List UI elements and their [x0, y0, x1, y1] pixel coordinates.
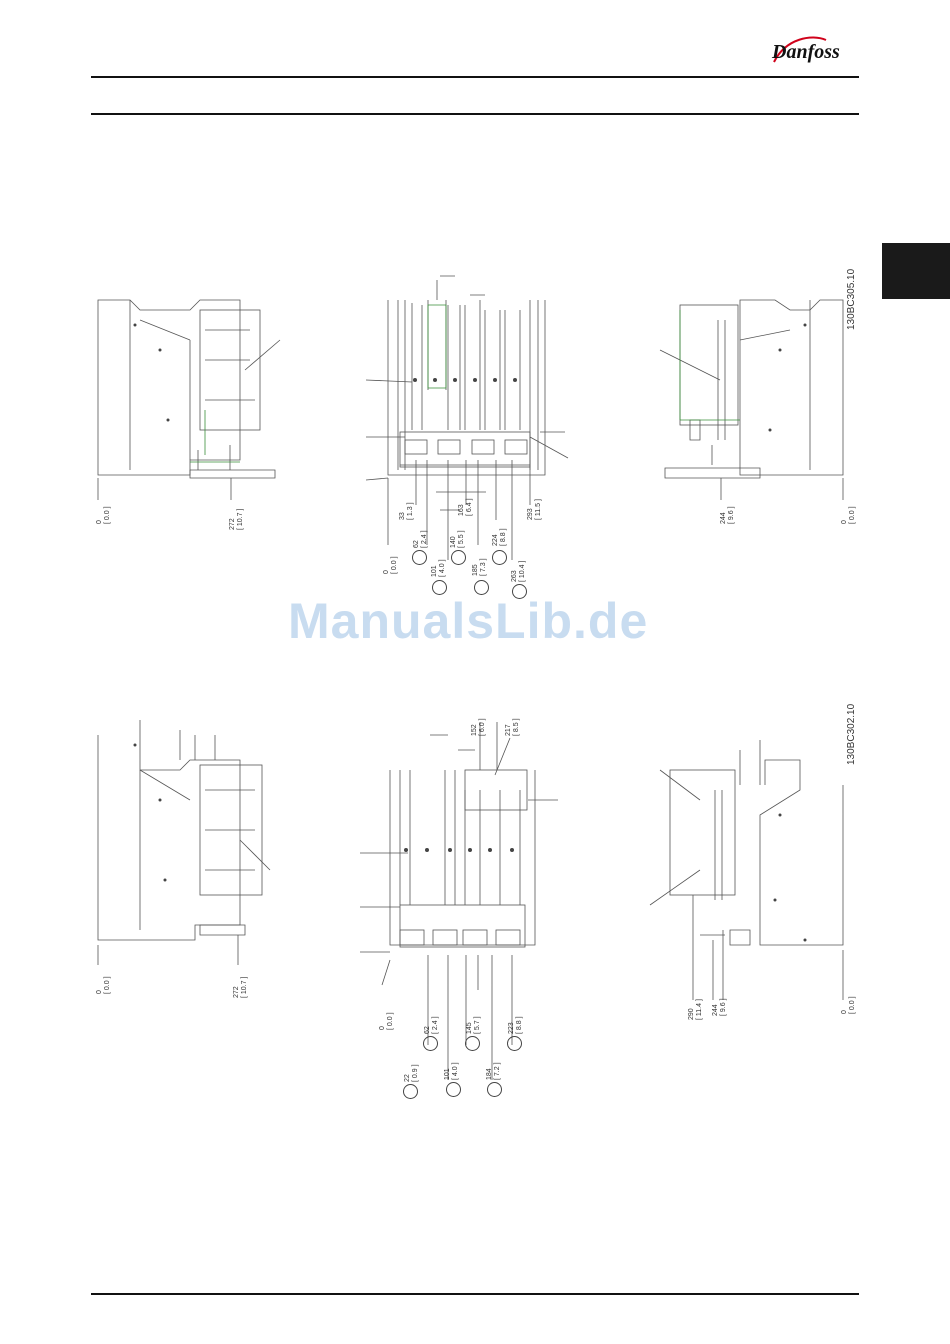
dim-label-inch: [ 0.9 ] — [412, 1064, 419, 1082]
dim-label: 0 — [96, 990, 103, 994]
dim-label: 293 — [527, 508, 534, 520]
dim-label-inch: [ 0.0 ] — [391, 556, 398, 574]
dim-label: 263 — [511, 570, 518, 582]
watermark-text: ManualsLib.de — [288, 593, 649, 649]
terminal-callout-circle — [487, 1082, 502, 1097]
dim-label-inch: [ 0.0 ] — [104, 506, 111, 524]
dim-label: 140 — [450, 536, 457, 548]
dim-label: 0 — [96, 520, 103, 524]
danfoss-logo: Danfoss — [771, 36, 840, 63]
terminal-callout-circle — [412, 550, 427, 565]
dim-label: 185 — [472, 564, 479, 576]
dim-label: 145 — [466, 1022, 473, 1034]
header-rule-bottom — [91, 113, 859, 115]
dim-label: 244 — [712, 1004, 719, 1016]
dim-label-inch: [ 4.0 ] — [439, 559, 446, 577]
terminal-callout-circle — [403, 1084, 418, 1099]
top-right-side-view — [659, 299, 844, 500]
dim-label-inch: [ 5.5 ] — [458, 530, 465, 548]
top-front-view — [365, 275, 569, 560]
dim-label-inch: [ 8.8 ] — [500, 528, 507, 546]
dim-label-inch: [ 4.0 ] — [452, 1062, 459, 1080]
dim-label-inch: [ 2.4 ] — [432, 1016, 439, 1034]
dim-label: 33 — [399, 512, 406, 520]
dim-label: 0 — [379, 1026, 386, 1030]
section-tab — [882, 243, 950, 299]
terminal-callout-circle — [423, 1036, 438, 1051]
dim-label: 290 — [688, 1008, 695, 1020]
dim-label-inch: [ 0.0 ] — [849, 506, 856, 524]
dim-label: 184 — [486, 1068, 493, 1080]
dim-label: 272 — [229, 518, 236, 530]
dim-label-inch: [ 7.2 ] — [494, 1062, 501, 1080]
dim-label: 62 — [424, 1026, 431, 1034]
dim-label-inch: [ 7.3 ] — [480, 558, 487, 576]
bottom-right-side-view — [649, 740, 844, 1000]
bottom-front-view — [360, 722, 558, 1080]
dim-label: 101 — [444, 1068, 451, 1080]
dim-label: 101 — [431, 565, 438, 577]
terminal-callout-circle — [492, 550, 507, 565]
dim-label-inch: [ 10.7 ] — [237, 508, 244, 530]
dim-label-inch: [ 0.0 ] — [849, 996, 856, 1014]
terminal-callout-circle — [507, 1036, 522, 1051]
dim-label-inch: [ 5.7 ] — [474, 1016, 481, 1034]
dim-label: 62 — [413, 540, 420, 548]
dim-label: 152 — [471, 724, 478, 736]
dim-label: 163 — [458, 504, 465, 516]
terminal-callout-circle — [451, 550, 466, 565]
dim-label: 244 — [720, 512, 727, 524]
dim-label-inch: [ 8.5 ] — [513, 718, 520, 736]
bottom-left-side-view — [97, 720, 271, 965]
terminal-callout-circle — [432, 580, 447, 595]
dim-label: 217 — [505, 724, 512, 736]
terminal-callout-circle — [465, 1036, 480, 1051]
dim-label-inch: [ 10.7 ] — [241, 976, 248, 998]
footer-rule — [91, 1293, 859, 1295]
dim-label: 0 — [841, 520, 848, 524]
dim-label-inch: [ 0.0 ] — [387, 1012, 394, 1030]
dim-label: 22 — [404, 1074, 411, 1082]
terminal-callout-circle — [446, 1082, 461, 1097]
dim-label-inch: [ 2.4 ] — [421, 530, 428, 548]
dim-label: 0 — [383, 570, 390, 574]
dim-label-inch: [ 9.6 ] — [728, 506, 735, 524]
dim-label-inch: [ 6.0 ] — [479, 718, 486, 736]
dim-label: 0 — [841, 1010, 848, 1014]
dim-label-inch: [ 11.4 ] — [696, 999, 703, 1020]
terminal-callout-circle — [512, 584, 527, 599]
dim-label-inch: [ 11.5 ] — [535, 499, 542, 520]
top-left-side-view — [97, 299, 281, 500]
dim-label-inch: [ 0.0 ] — [104, 976, 111, 994]
dim-label-inch: [ 6.4 ] — [466, 498, 473, 516]
dim-label: 223 — [508, 1022, 515, 1034]
dim-label: 224 — [492, 534, 499, 546]
dim-label-inch: [ 9.6 ] — [720, 998, 727, 1016]
dim-label-inch: [ 8.8 ] — [516, 1016, 523, 1034]
dim-label-inch: [ 1.3 ] — [407, 502, 414, 520]
terminal-callout-circle — [474, 580, 489, 595]
dim-label-inch: [ 10.4 ] — [519, 560, 526, 582]
header-rule-top — [91, 76, 859, 78]
logo-text: Danfoss — [771, 41, 840, 63]
dim-label: 272 — [233, 986, 240, 998]
